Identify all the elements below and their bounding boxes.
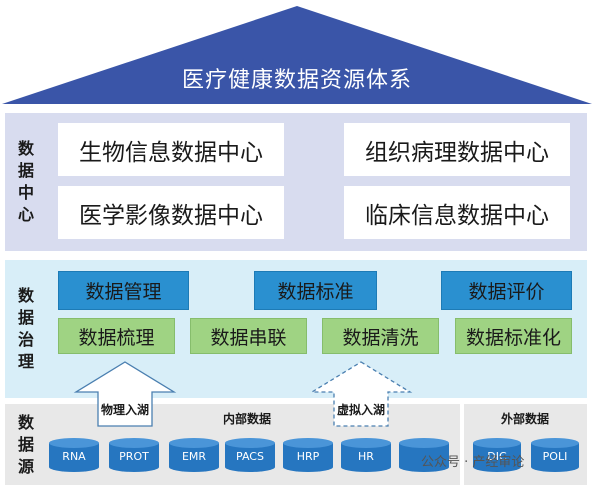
dic-database-icon: DIC [472, 437, 522, 473]
data-governance-label: 数 据 治 理 [17, 286, 34, 371]
watermark: 公众号 · 产经审论 [421, 455, 525, 470]
prot-database-icon: PROT [108, 437, 160, 473]
page-title: 医疗健康数据资源体系 [181, 68, 412, 93]
poli-database-icon: POLI [530, 437, 580, 473]
emr-database-icon: EMR [168, 437, 220, 473]
external-data-label: 外部数据 [500, 412, 549, 426]
data-linking-box: 数据串联 [190, 318, 307, 354]
clinical-data-center-box: 临床信息数据中心 [344, 186, 570, 239]
roof-shape [2, 6, 592, 104]
imaging-data-center-box: 医学影像数据中心 [58, 186, 284, 239]
data-sorting-box: 数据梳理 [58, 318, 175, 354]
data-cleaning-box: 数据清洗 [322, 318, 439, 354]
unlabeled-database-icon [398, 437, 450, 473]
pathology-data-center-box: 组织病理数据中心 [344, 123, 570, 176]
data-center-label: 数 据 中 心 [17, 139, 34, 224]
internal-data-label: 内部数据 [222, 412, 271, 426]
physical-ingest-label: 物理入湖 [100, 403, 149, 417]
data-standard-box: 数据标准 [254, 271, 377, 310]
virtual-ingest-label: 虚拟入湖 [336, 403, 385, 417]
pacs-database-icon: PACS [224, 437, 276, 473]
virtual-ingest-arrow [309, 361, 413, 427]
hr-database-icon: HR [340, 437, 392, 473]
hrp-database-icon: HRP [282, 437, 334, 473]
data-management-box: 数据管理 [58, 271, 189, 310]
physical-ingest-arrow [73, 361, 177, 427]
rna-database-icon: RNA [48, 437, 100, 473]
bioinfo-data-center-box: 生物信息数据中心 [58, 123, 284, 176]
data-source-label: 数 据 源 [17, 413, 34, 476]
data-standardization-box: 数据标准化 [455, 318, 572, 354]
data-evaluation-box: 数据评价 [441, 271, 572, 310]
